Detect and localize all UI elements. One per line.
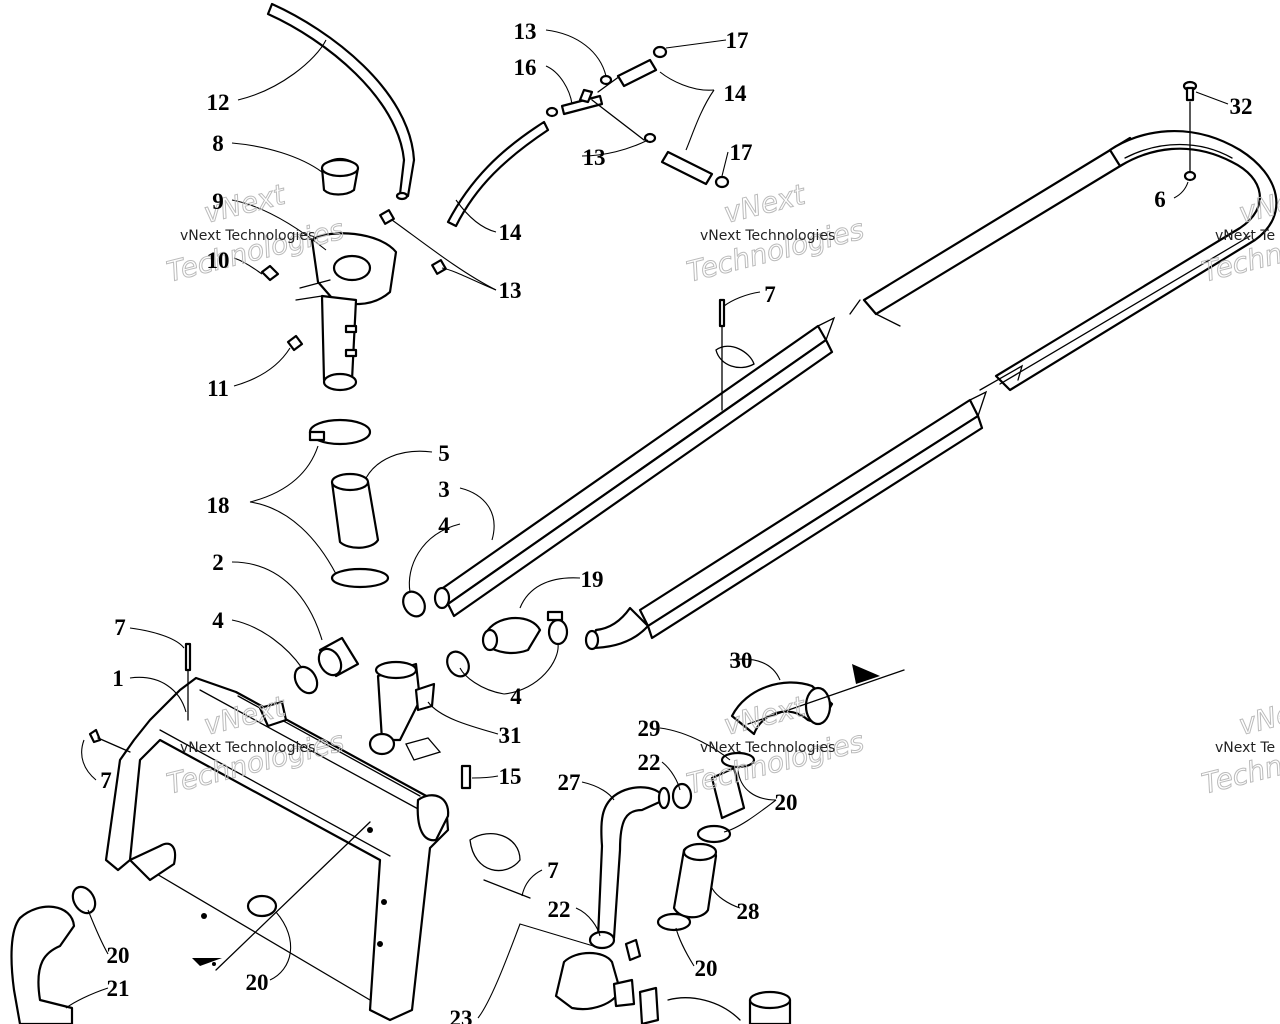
callout-c5: 5 [438,441,450,466]
clamp-4-left [293,665,319,695]
callout-c3: 3 [438,477,450,502]
callout-c13c: 13 [499,278,522,303]
callout-c4c: 4 [510,684,522,709]
screw-15 [460,764,472,790]
clamp-18-lower [330,567,390,589]
flow-arrow-lower [192,821,371,971]
watermark-logo-text: vNext [720,178,809,230]
tunnel-cooler-loop [994,129,1278,392]
watermark-small-text: vNext Technologies [700,740,835,756]
callout-c7c: 7 [100,768,112,793]
callout-c30: 30 [730,648,753,673]
callout-c31: 31 [499,723,522,748]
callout-c2: 2 [212,550,224,575]
rivet-7-lower [469,832,531,899]
callout-c21: 21 [107,976,130,1001]
flow-arrow-upper [747,664,905,725]
watermark-large-text: Techn [1198,749,1280,801]
callout-c28: 28 [737,899,760,924]
hose-5 [330,472,380,549]
clamp-20-left [71,885,97,915]
tunnel-cooler-left-rail [433,299,861,618]
y-fitting-31 [368,660,442,761]
pressure-cap [320,157,360,196]
tunnel-cooler-left-rail-rear [862,136,1142,327]
elbow-hose-19 [481,610,569,655]
callout-c20c: 20 [695,956,718,981]
callout-c14a: 14 [724,81,748,106]
water-pump-23 [554,938,792,1024]
vent-hose-upper [616,45,668,88]
watermark-large-text: Technologies [683,213,867,289]
callout-c17b: 17 [730,140,753,165]
callout-c16: 16 [514,55,537,80]
tunnel-cooler-right-rail [584,364,1024,651]
callout-c10: 10 [207,248,230,273]
hose-21 [10,905,76,1024]
tee-fitting-16 [560,75,645,141]
clamp-22-upper [671,782,693,810]
callout-c22b: 22 [548,897,571,922]
hose-27 [596,786,671,940]
callout-c7d: 7 [547,858,559,883]
clamp-4-mid [402,590,426,618]
clamp-18-upper [308,418,372,446]
callout-c27: 27 [558,770,581,795]
radiator-frame [104,676,450,1022]
callout-c17a: 17 [726,28,749,53]
callout-c22a: 22 [638,750,661,775]
callout-c4b: 4 [212,608,224,633]
callout-c32: 32 [1230,94,1253,119]
vent-hose-lower [660,150,730,189]
callout-c1: 1 [112,666,124,691]
callout-c18: 18 [207,493,230,518]
filler-neck [295,232,398,392]
callout-c11: 11 [207,376,229,401]
callout-c7a: 7 [764,282,776,307]
overflow-hose-12 [266,2,416,201]
callout-c20d: 20 [246,970,269,995]
vent-hose-14 [379,120,550,275]
rivet-7-left [88,642,192,753]
callout-c8: 8 [212,131,224,156]
watermark-logo-text: vNext [1235,690,1280,742]
callout-c29: 29 [638,716,661,741]
clamp-20-right [656,824,732,932]
watermark-small-text: vNext Technologies [180,740,315,756]
watermark-small-text: vNext Te [1215,228,1275,244]
callout-c20a: 20 [775,790,798,815]
hose-28 [672,842,718,919]
screw-10 [260,264,280,282]
hose-2 [317,636,360,678]
callout-c4a: 4 [438,513,450,538]
clamp-20-center [246,894,278,918]
fitting-29 [710,751,756,820]
watermark-small-text: vNext Te [1215,740,1275,756]
callout-c14b: 14 [499,220,523,245]
clamp-4-right [446,650,470,678]
callout-c12: 12 [207,90,230,115]
rivet-7-upper [715,298,755,411]
callout-c23: 23 [450,1006,473,1024]
watermark-small-text: vNext Technologies [180,228,315,244]
callout-c7b: 7 [114,615,126,640]
callout-c15: 15 [499,764,522,789]
clamp-22-lower [588,930,616,950]
callout-c13a: 13 [514,19,537,44]
watermark-small-text: vNext Technologies [700,228,835,244]
callout-c6: 6 [1154,187,1166,212]
callout-c20b: 20 [107,943,130,968]
callout-labels: 1289101113161317141714133267531842194730… [100,19,1252,1024]
leader-lines [65,29,1229,1019]
callout-c9: 9 [212,189,224,214]
bolt-32 [1182,80,1198,182]
callout-c19: 19 [581,567,604,592]
callout-c13b: 13 [583,145,606,170]
screw-11 [286,334,304,352]
